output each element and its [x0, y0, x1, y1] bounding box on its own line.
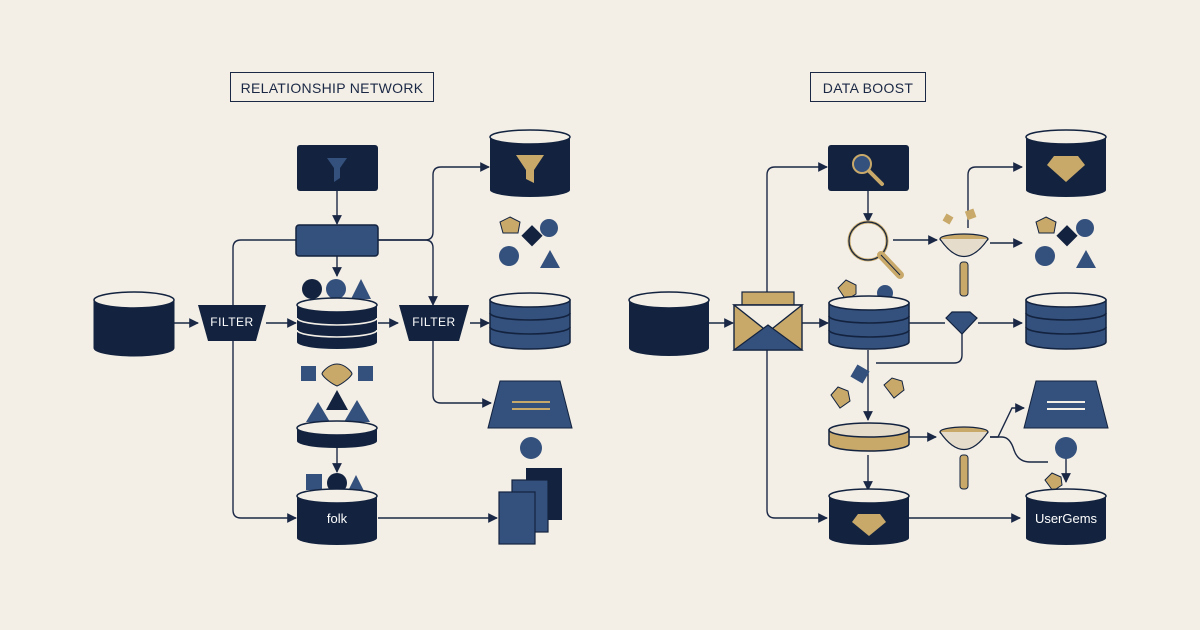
left-panel-title: RELATIONSHIP NETWORK [230, 72, 434, 102]
magnifier-icon [852, 154, 872, 174]
funnel-icon [327, 158, 347, 182]
right-output-circle [1055, 437, 1077, 459]
left-shape-group-middle [301, 363, 373, 387]
right-source-database [628, 291, 710, 356]
left-center-database [296, 297, 378, 349]
gold-gem-icon [852, 514, 886, 536]
right-output-small-gem [1044, 472, 1063, 492]
right-output-shapes [1035, 216, 1096, 268]
right-center-database [828, 295, 910, 350]
left-output-stacked-db [489, 292, 571, 350]
right-connectors [709, 162, 1071, 523]
left-router-node [295, 224, 379, 257]
right-gem-database [828, 488, 910, 545]
right-envelope [731, 291, 805, 351]
left-tray [296, 390, 378, 448]
left-folk-database [296, 488, 378, 545]
right-panel-title: DATA BOOST [810, 72, 926, 102]
right-output-trapezoid [1023, 380, 1109, 429]
left-output-shapes [499, 216, 560, 268]
right-gold-tray [828, 422, 910, 452]
left-output-documents [498, 468, 562, 545]
right-falling-gems [830, 364, 905, 409]
left-source-database [93, 291, 175, 357]
right-large-magnifier [847, 220, 904, 279]
right-output-gem-db [1025, 129, 1107, 197]
left-shape-group-bottom [306, 473, 365, 493]
left-output-circle [520, 437, 542, 459]
right-magnifier-box [828, 145, 909, 191]
left-filter-2 [399, 305, 469, 341]
left-filter-1 [198, 305, 266, 341]
right-output-stacked-db [1025, 292, 1107, 350]
left-shape-group-top [302, 279, 371, 299]
gold-diamond-icon [1047, 156, 1085, 182]
right-usergems-database [1025, 488, 1107, 545]
right-navy-diamond [945, 311, 978, 335]
right-sieve-2 [939, 426, 989, 490]
left-output-funnel-db [489, 129, 571, 197]
left-connectors [174, 162, 498, 523]
gold-funnel-icon [516, 155, 544, 183]
left-output-trapezoid [487, 380, 573, 429]
right-sieve-1 [939, 208, 989, 297]
left-funnel-box [297, 145, 378, 191]
